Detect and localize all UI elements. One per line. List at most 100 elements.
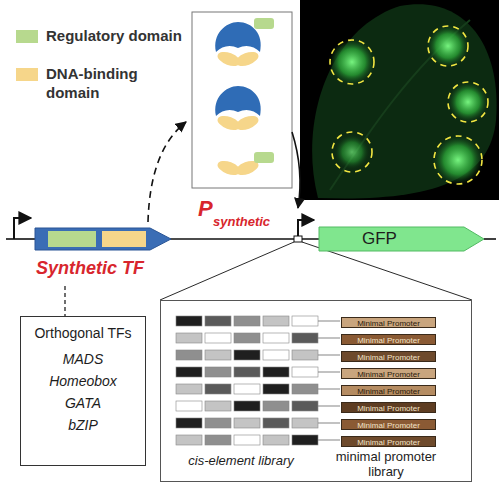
row-wire [318,406,340,407]
binding-arrow [292,132,300,208]
promoter-site [294,236,302,242]
expression-arrow [148,122,186,222]
legend-text: Regulatory domain [46,26,206,45]
promoter-label: Minimal Promoter [342,437,435,448]
cis-element [205,350,231,360]
minimal-promoter: Minimal Promoter [341,402,436,413]
cis-element [176,333,202,343]
cis-element [263,316,289,326]
gfp-spot [334,134,370,170]
cis-element [205,333,231,343]
minimal-promoter: Minimal Promoter [341,334,436,345]
cis-element [234,418,260,428]
reporter-arrow [319,227,484,251]
cis-element [263,435,289,445]
dna-binding-block [102,231,146,247]
cis-element [205,401,231,411]
node-text: MADS [21,351,145,367]
minimal-promoter: Minimal Promoter [341,419,436,430]
node-text: GATA [21,395,145,411]
promoter-label: Minimal Promoter [342,403,435,414]
legend-swatch [16,68,38,81]
cis-element [234,435,260,445]
legend-swatch [16,30,38,43]
promoter-name: P [198,196,213,222]
cis-element [176,350,202,360]
cis-element [263,401,289,411]
cis-element [292,384,318,394]
cis-element [292,435,318,445]
gfp-spot [328,38,376,86]
minimal-tf-protein [216,152,274,178]
minimal-promoter: Minimal Promoter [341,351,436,362]
dna-line [484,238,496,240]
cis-element [292,316,318,326]
infiltration-circle [448,82,488,122]
cis-element [263,367,289,377]
cis-element [263,350,289,360]
infiltration-circle [332,132,372,172]
minimal-promoter: Minimal Promoter [341,368,436,379]
minimal-promoter: Minimal Promoter [341,317,436,328]
regulatory-domain-block [48,231,96,247]
cis-element [292,418,318,428]
promoter-label: Minimal Promoter [342,420,435,431]
gfp-spot [426,24,470,68]
infiltration-circle [434,136,482,184]
tf-family-box: Orthogonal TFsMADSHomeoboxGATAbZIP [20,316,146,466]
cis-element [234,350,260,360]
promoter-label: Minimal Promoter [342,352,435,363]
gene-construct: Synthetic TF [30,226,175,286]
minimal-promoter: Minimal Promoter [341,385,436,396]
full-tf-protein [215,18,274,69]
row-wire [318,338,340,339]
cis-element [176,418,202,428]
cis-element [176,384,202,394]
gfp-spot [432,134,484,186]
minimal-promoter: Minimal Promoter [341,436,436,447]
cis-element [234,384,260,394]
cis-element [176,367,202,377]
dbd-protein [215,86,260,133]
cis-element [234,367,260,377]
leaf-shape [312,4,496,198]
zoom-line [160,242,294,300]
node-text: Orthogonal TFs [21,325,145,341]
legend-text: DNA-binding domain [46,64,156,102]
leaf-photo-bg [300,0,499,200]
promoter-label: Minimal Promoter [342,318,435,329]
protein-body [215,86,260,116]
node-text: minimal promoter library [321,449,451,479]
gfp-shape [318,225,486,253]
promoter-label: Minimal Promoter [342,369,435,380]
infiltration-circle [428,26,468,66]
cis-element [263,418,289,428]
promoter-label: Minimal Promoter [342,335,435,346]
regulatory-domain [254,152,274,163]
cis-element [176,316,202,326]
cis-element-rows [176,316,340,445]
node-text: GFP [362,229,397,249]
reporter-gene: GFP [318,225,486,253]
construct-label: Synthetic TF [36,258,175,279]
row-wire [318,372,340,373]
cis-element [292,350,318,360]
row-wire [318,389,340,390]
row-wire [318,423,340,424]
cis-element [205,435,231,445]
promoter-arrow [14,218,31,239]
cis-element [292,367,318,377]
cis-element [234,401,260,411]
cis-element [234,316,260,326]
cis-element [292,401,318,411]
node-text: bZIP [21,417,145,433]
coding-arrow [35,228,171,250]
regulatory-domain [254,18,274,29]
cis-element [205,418,231,428]
promoter-label: Minimal Promoter [342,386,435,397]
row-wire [318,355,340,356]
dna-line [6,238,36,240]
